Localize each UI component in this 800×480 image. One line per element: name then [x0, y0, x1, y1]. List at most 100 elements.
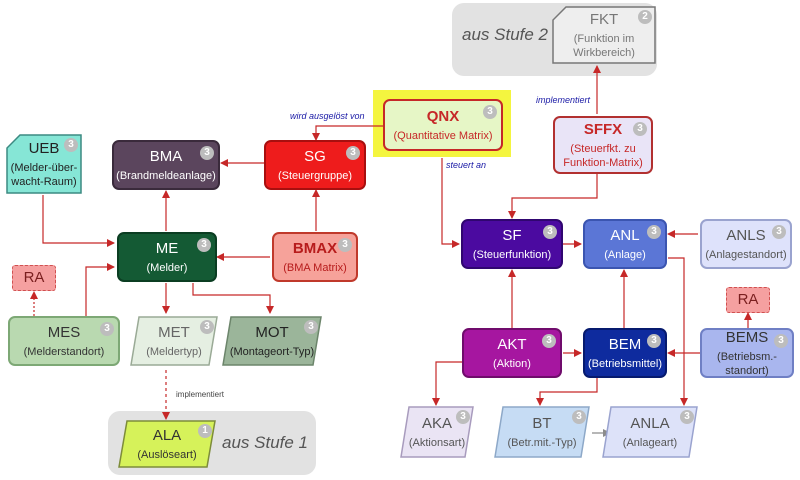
- level-badge: 3: [100, 322, 114, 336]
- node-anls: ANLS(Anlagestandort)3: [700, 219, 792, 269]
- level-badge: 3: [647, 225, 661, 239]
- node-sf: SF(Steuerfunktion)3: [461, 219, 563, 269]
- node-title: SG: [304, 147, 326, 165]
- node-title: ALA: [152, 426, 182, 444]
- node-title: MET: [158, 323, 190, 341]
- group-label-stufe-1: aus Stufe 1: [222, 433, 309, 452]
- node-subtitle: (Brandmeldeanlage): [116, 169, 216, 182]
- level-badge: 3: [483, 105, 497, 119]
- node-qnx: QNX (Quantitative Matrix) 3: [383, 99, 503, 151]
- node-ra2: RA: [726, 287, 770, 313]
- node-subtitle: (Betr.mit.-Typ): [507, 436, 577, 449]
- edge-akt-aka: [432, 361, 462, 406]
- node-shape-aka: [400, 406, 474, 458]
- node-subtitle: (Steuerfkt. zu Funktion-Matrix): [563, 142, 643, 169]
- node-shape-anla: [602, 406, 698, 458]
- node-anl: ANL (Anlage)3: [583, 219, 667, 269]
- node-title: ME: [155, 239, 179, 257]
- node-title: SFFX: [583, 120, 623, 138]
- node-title: FKT: [589, 10, 619, 28]
- node-title: MOT: [255, 323, 289, 341]
- level-badge: 1: [198, 424, 212, 438]
- level-badge: 3: [543, 225, 557, 239]
- node-akt: AKT(Aktion)3: [462, 328, 562, 378]
- node-bems: BEMS (Betriebsm.-standort) 3: [700, 328, 794, 378]
- edge-mes-me: [85, 263, 115, 316]
- node-mot: MOT (Montageort-Typ) 3: [222, 316, 322, 366]
- node-title: AKT: [497, 335, 527, 353]
- node-aka: AKA(Aktionsart)3: [400, 406, 474, 458]
- edge-ueb-me: [42, 195, 115, 247]
- level-badge: 3: [542, 334, 556, 348]
- edge-anl-anla: [668, 257, 688, 406]
- edge-bem-bt: [536, 378, 598, 406]
- level-badge: 2: [638, 10, 652, 24]
- node-title: QNX: [426, 107, 460, 125]
- node-subtitle: (BMA Matrix): [283, 261, 347, 274]
- node-sg: SG(Steuergruppe)3: [264, 140, 366, 190]
- node-subtitle: (Meldertyp): [146, 345, 202, 358]
- group-label-stufe-2: aus Stufe 2: [462, 25, 549, 44]
- node-title: ANLS: [726, 226, 766, 244]
- node-subtitle: (Anlagestandort): [705, 248, 787, 261]
- level-badge: 3: [64, 138, 78, 152]
- node-subtitle: (Melder-über-wacht-Raum): [10, 161, 78, 188]
- edge-me-mot: [192, 283, 274, 314]
- label-steuert-an: steuert an: [446, 160, 487, 170]
- node-shape-mot: [222, 316, 322, 366]
- node-title: BT: [532, 414, 552, 432]
- edge-sffx-sf: [508, 174, 598, 219]
- label-implementiert-fkt: implementiert: [536, 95, 591, 105]
- node-anla: ANLA(Anlageart)3: [602, 406, 698, 458]
- node-ra1: RA: [12, 265, 56, 291]
- node-subtitle: (Montageort-Typ): [229, 345, 315, 358]
- node-shape-bt: [494, 406, 590, 458]
- node-bma: BMA(Brandmeldeanlage)3: [112, 140, 220, 190]
- node-me: ME (Melder) 3: [117, 232, 217, 282]
- node-title: AKA: [421, 414, 452, 432]
- node-shape-ueb: [6, 134, 82, 194]
- node-bt: BT(Betr.mit.-Typ)3: [494, 406, 590, 458]
- node-subtitle: (Steuergruppe): [278, 169, 352, 182]
- node-title: BEMS: [725, 328, 769, 346]
- edge-qnx-sf: [441, 158, 460, 248]
- node-title: RA: [23, 269, 45, 286]
- level-badge: 3: [647, 334, 661, 348]
- label-implementiert-ala: implementiert: [176, 390, 225, 399]
- level-badge: 3: [633, 122, 647, 136]
- level-badge: 3: [680, 410, 694, 424]
- node-fkt: FKT (Funktion im Wirkbereich)2: [552, 6, 656, 64]
- node-subtitle: (Auslöseart): [137, 448, 197, 461]
- node-subtitle: (Betriebsm.-standort): [717, 350, 777, 377]
- node-ueb: UEB (Melder-über-wacht-Raum) 3: [6, 134, 82, 194]
- node-title: RA: [737, 291, 759, 308]
- node-title: ANL: [610, 226, 640, 244]
- level-badge: 3: [197, 238, 211, 252]
- node-title: SF: [502, 226, 522, 244]
- node-shape-ala: [118, 420, 216, 468]
- node-shape-fkt: [552, 6, 656, 64]
- node-ala: ALA (Auslöseart)1: [118, 420, 216, 468]
- node-subtitle: (Aktionsart): [408, 436, 466, 449]
- node-subtitle: (Anlage): [604, 248, 646, 261]
- node-subtitle: (Melder): [146, 261, 188, 274]
- node-sffx: SFFX (Steuerfkt. zu Funktion-Matrix) 3: [553, 116, 653, 174]
- node-subtitle: (Melderstandort): [23, 345, 105, 358]
- node-subtitle: (Quantitative Matrix): [393, 129, 493, 142]
- level-badge: 3: [338, 238, 352, 252]
- node-title: BMAX: [292, 239, 338, 257]
- node-met: MET (Meldertyp) 3: [130, 316, 218, 366]
- label-wird-ausgeloest-von: wird ausgelöst von: [290, 111, 365, 121]
- node-subtitle: (Funktion im Wirkbereich): [573, 32, 635, 59]
- node-title: BEM: [608, 335, 642, 353]
- level-badge: 3: [200, 320, 214, 334]
- level-badge: 3: [304, 320, 318, 334]
- node-title: UEB: [28, 139, 60, 157]
- level-badge: 3: [774, 334, 788, 348]
- node-title: MES: [47, 323, 81, 341]
- node-mes: MES (Melderstandort) 3: [8, 316, 120, 366]
- level-badge: 3: [200, 146, 214, 160]
- node-title: ANLA: [630, 414, 670, 432]
